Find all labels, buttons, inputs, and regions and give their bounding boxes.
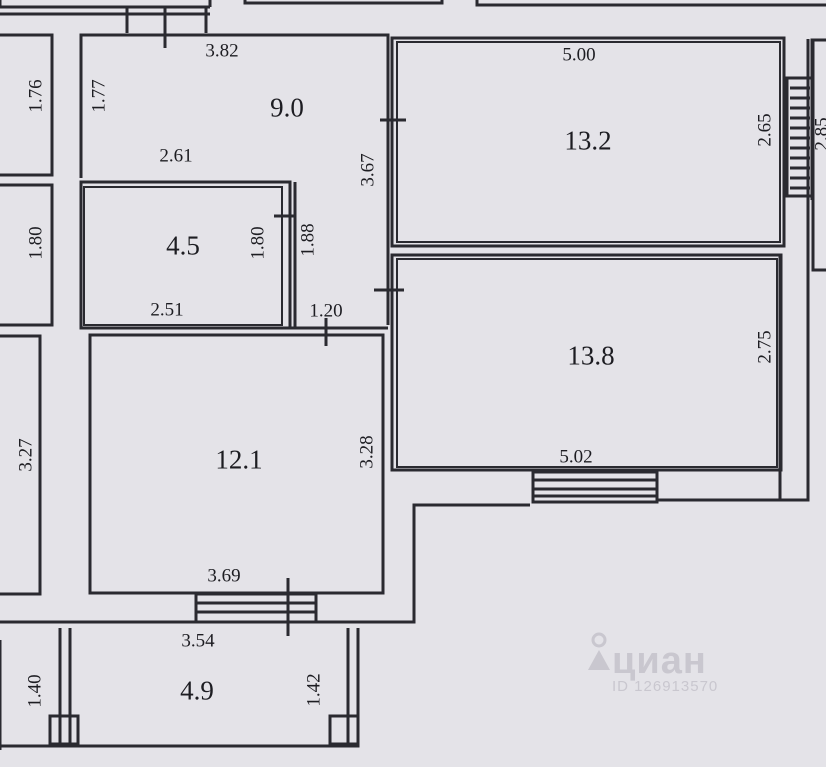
room-9-outline <box>79 33 390 325</box>
cian-logo-icon <box>588 632 610 670</box>
area-room-13-2: 13.2 <box>564 125 612 156</box>
left-bottom-room <box>0 334 42 596</box>
room-13-8-outline <box>390 253 783 472</box>
dim-left-top: 1.76 <box>25 79 47 113</box>
balcony-outline <box>0 628 360 748</box>
dim-room-4-5-height: 1.80 <box>247 226 269 260</box>
room-13-2-inner <box>396 41 781 243</box>
area-balcony: 4.9 <box>180 675 214 706</box>
area-room-13-8: 13.8 <box>567 340 615 371</box>
dim-room-9-left-height: 1.77 <box>88 79 110 113</box>
dim-left-bottom: 3.27 <box>15 438 37 472</box>
dim-room-13-8-width: 5.02 <box>559 446 593 468</box>
dim-room-13-8-height: 2.75 <box>754 330 776 364</box>
window-13-8 <box>531 470 659 504</box>
room-12-1-outer <box>0 39 810 624</box>
dim-left-middle: 1.80 <box>25 226 47 260</box>
dim-room-9-bottom: 2.61 <box>159 145 193 167</box>
right-edge-wall <box>810 38 826 272</box>
window-12-1 <box>194 592 318 624</box>
room-4-5-outline <box>79 180 292 330</box>
area-room-9: 9.0 <box>270 92 304 123</box>
left-middle-room <box>0 183 54 327</box>
watermark-id: ID 126913570 <box>612 678 719 695</box>
room-4-5-inner <box>83 186 283 326</box>
corridor-wall <box>290 182 388 330</box>
balcony-post-right <box>328 714 360 746</box>
dim-room-9-right-height: 3.67 <box>357 153 379 187</box>
top-openings <box>125 7 208 48</box>
dim-room-4-5-width: 2.51 <box>150 299 184 321</box>
room-13-8-inner <box>396 258 778 468</box>
dim-room-12-1-width: 3.69 <box>207 565 241 587</box>
dim-edge-fragment: 2.85 <box>811 117 826 151</box>
dim-corridor: 1.20 <box>309 300 343 322</box>
top-wall-fragment-right <box>475 0 826 7</box>
dim-balcony-left: 1.40 <box>24 674 46 708</box>
area-room-4-5: 4.5 <box>166 230 200 261</box>
dim-room-13-2-height: 2.65 <box>754 113 776 147</box>
area-room-12-1: 12.1 <box>215 444 263 475</box>
door-ticks <box>274 118 406 636</box>
watermark-brand: циан <box>612 640 707 682</box>
dim-room-13-2-width: 5.00 <box>562 44 596 66</box>
balcony-post-left <box>48 714 80 746</box>
top-wall-fragment-mid <box>243 0 444 5</box>
dim-room-12-1-height: 3.28 <box>356 435 378 469</box>
left-top-room <box>0 33 54 177</box>
dim-room-9-width: 3.82 <box>205 40 239 62</box>
dim-balcony-width: 3.54 <box>181 630 215 652</box>
dim-balcony-right: 1.42 <box>303 673 325 707</box>
top-wall-fragment-left <box>0 0 212 16</box>
room-13-2-outline <box>390 36 786 248</box>
dim-room-4-5-outer-height: 1.88 <box>297 223 319 257</box>
